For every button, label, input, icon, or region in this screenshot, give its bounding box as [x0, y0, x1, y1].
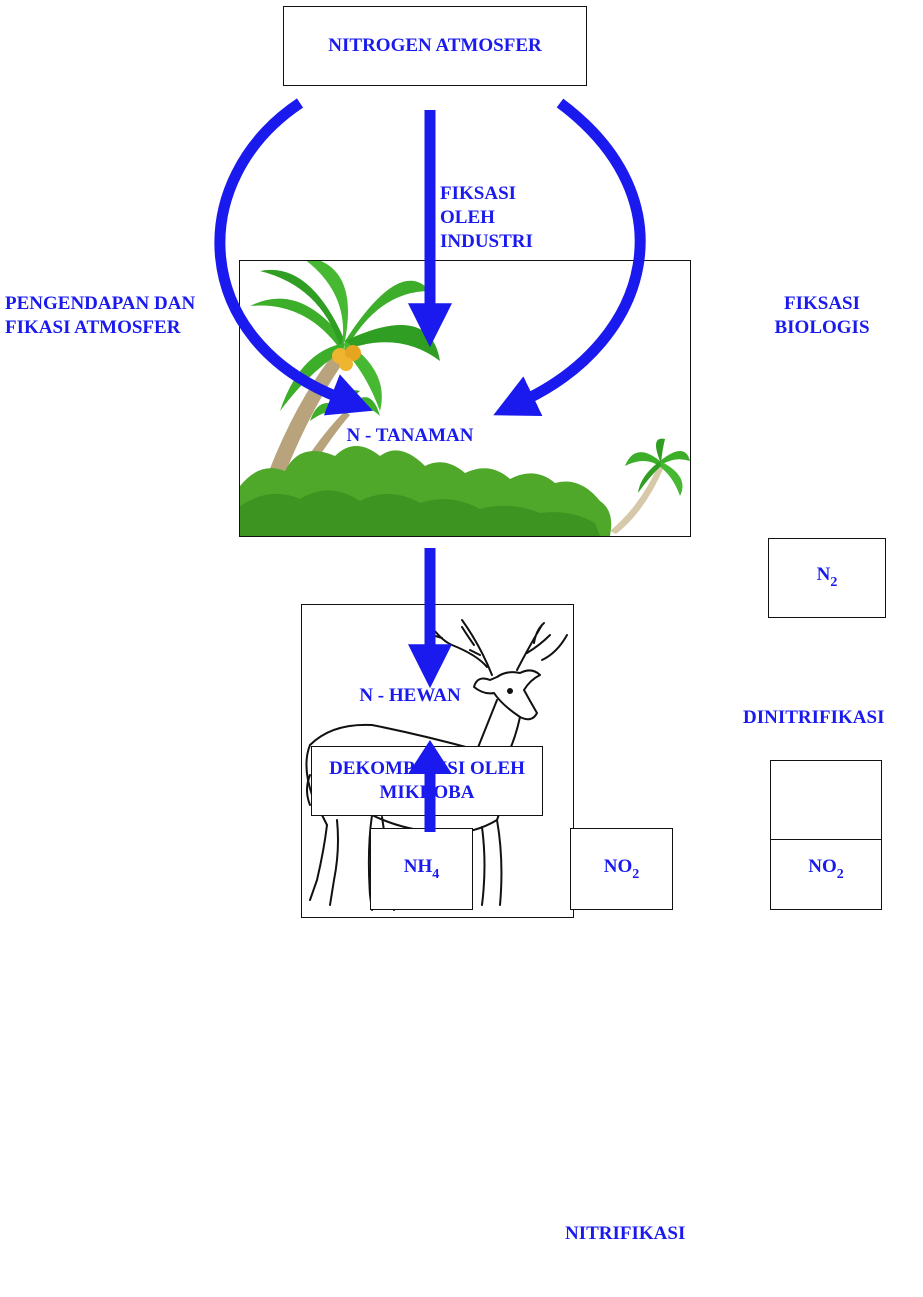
nh4-label: NH4 [370, 855, 473, 879]
industrial-fixation-label-3: INDUSTRI [440, 230, 533, 254]
industrial-fixation-label-2: OLEH [440, 206, 495, 230]
animal-label: N - HEWAN [340, 684, 480, 708]
atmosphere-label: NITROGEN ATMOSFER [283, 34, 587, 58]
bushes [240, 446, 611, 536]
palm-crown-left [250, 261, 440, 411]
palm-trunk-right [610, 466, 663, 534]
no2-second-subscript: 2 [837, 867, 844, 882]
n2o-box [770, 760, 882, 840]
no2-first-base: NO [604, 856, 633, 877]
n2-label: N2 [768, 563, 886, 587]
atmospheric-deposition-label-2: FIKASI ATMOSFER [5, 316, 180, 340]
denitrification-label: DINITRIFIKASI [743, 706, 884, 730]
atmospheric-deposition-label-1: PENGENDAPAN DAN [5, 292, 195, 316]
nh4-base: NH [404, 856, 433, 877]
nitrification-label: NITRIFIKASI [565, 1222, 685, 1246]
n2-subscript: 2 [830, 575, 837, 590]
coconut-3 [339, 357, 353, 371]
no2-second-base: NO [808, 856, 837, 877]
palm-trees-illustration [240, 261, 690, 536]
plant-picture-frame [239, 260, 691, 537]
decomposition-label-line1: DEKOMPOSISI OLEH [311, 757, 543, 781]
industrial-fixation-label-1: FIKSASI [440, 182, 516, 206]
palm-crown-right [625, 439, 690, 496]
decomposition-label-line2: MIKROBA [311, 781, 543, 805]
biological-fixation-label-1: FIKSASI [762, 292, 882, 316]
n2-base: N [817, 564, 831, 585]
no2-label-first: NO2 [570, 855, 673, 879]
nh4-subscript: 4 [432, 867, 439, 882]
no2-first-subscript: 2 [632, 867, 639, 882]
biological-fixation-label-2: BIOLOGIS [762, 316, 882, 340]
no2-label-second: NO2 [770, 855, 882, 879]
plant-label: N - TANAMAN [340, 424, 480, 448]
